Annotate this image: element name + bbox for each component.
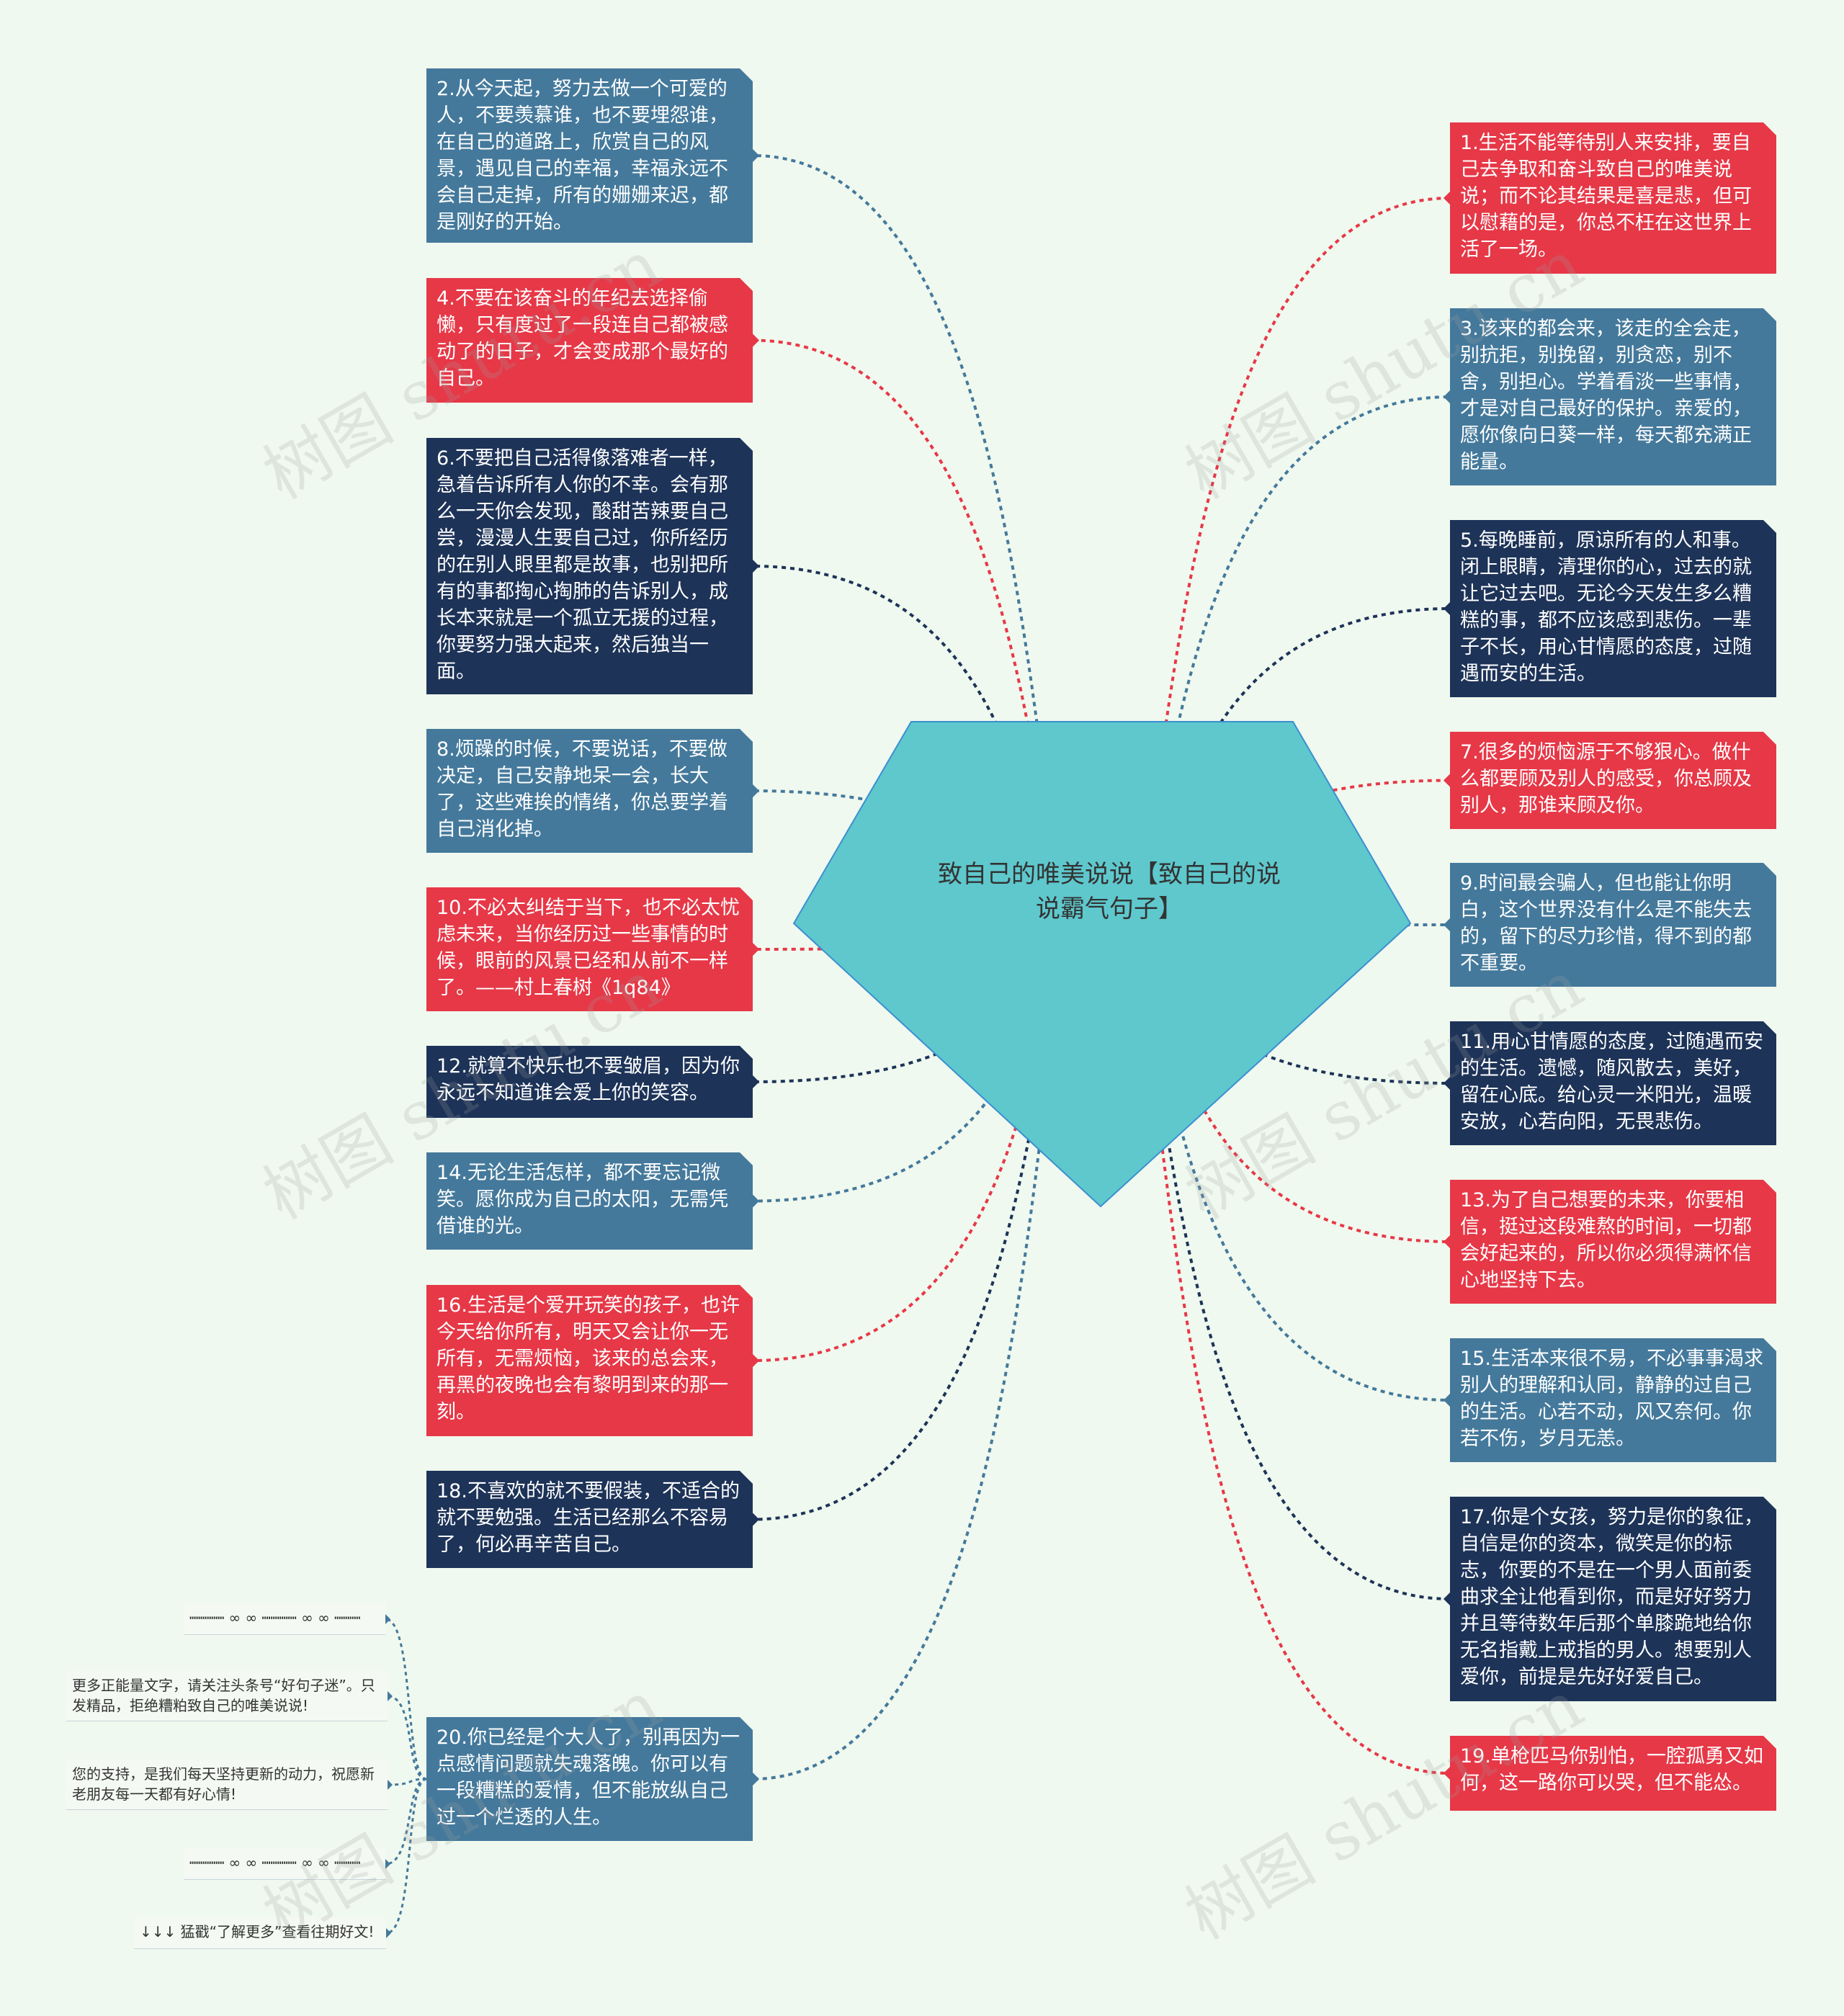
topic-node-3[interactable]: 3.该来的都会来，该走的全会走，别抗拒，别挽留，别贪恋，别不舍，别担心。学着看淡…	[1450, 308, 1776, 485]
sub-connector-5	[385, 1778, 427, 1935]
topic-node-14[interactable]: 14.无论生活怎样，都不要忘记微笑。愿你成为自己的太阳，无需凭借谁的光。	[426, 1152, 753, 1250]
sub-item-more-link[interactable]: ↓↓↓ 猛戳“了解更多”查看往期好文!	[134, 1917, 386, 1949]
topic-node-17[interactable]: 17.你是个女孩，努力是你的象征，自信是你的资本，微笑是你的标志，你要的不是在一…	[1450, 1497, 1776, 1701]
topic-node-16[interactable]: 16.生活是个爱开玩笑的孩子，也许今天给你所有，明天又会让你一无所有，无需烦恼，…	[426, 1285, 753, 1436]
connector-n4	[752, 339, 1073, 937]
topic-node-15[interactable]: 15.生活本来很不易，不必事事渴求别人的理解和认同，静静的过自己的生活。心若不动…	[1450, 1338, 1776, 1462]
connector-n17	[1128, 936, 1451, 1600]
topic-node-11[interactable]: 11.用心甘情愿的态度，过随遇而安的生活。遗憾，随风散去，美好，留在心底。给心灵…	[1450, 1021, 1776, 1145]
connector-n19	[1128, 936, 1451, 1775]
sub-connector-1	[385, 1618, 427, 1780]
topic-node-5[interactable]: 5.每晚睡前，原谅所有的人和事。闭上眼睛，清理你的心，过去的就让它过去吧。无论今…	[1450, 520, 1776, 697]
topic-node-10[interactable]: 10.不必太纠结于当下，也不必太忧虑未来，当你经历过一些事情的时候，眼前的风景已…	[426, 887, 753, 1011]
center-diamond-shape	[792, 721, 1412, 1208]
sub-connector-4	[385, 1778, 427, 1865]
sub-item-follow-note[interactable]: 更多正能量文字，请关注头条号“好句子迷”。只发精品，拒绝糟粕致自己的唯美说说!	[66, 1671, 388, 1721]
topic-node-7[interactable]: 7.很多的烦恼源于不够狠心。做什么都要顾及别人的感受，你总顾及别人，那谁来顾及你…	[1450, 732, 1776, 829]
topic-node-19[interactable]: 19.单枪匹马你别怕，一腔孤勇又如何，这一路你可以哭，但不能怂。	[1450, 1736, 1776, 1811]
connector-n18	[752, 936, 1073, 1521]
center-topic[interactable]: 致自己的唯美说说【致自己的说说霸气句子】	[938, 860, 1281, 923]
topic-node-13[interactable]: 13.为了自己想要的未来，你要相信，挺过这段难熬的时间，一切都会好起来的，所以你…	[1450, 1180, 1776, 1304]
sub-item-divider-top[interactable]: ┉┉┉┉ ∞ ∞ ┉┉┉┉ ∞ ∞ ┉┉┉	[184, 1603, 385, 1635]
topic-node-9[interactable]: 9.时间最会骗人，但也能让你明白，这个世界没有什么是不能失去的，留下的尽力珍惜，…	[1450, 863, 1776, 987]
topic-node-12[interactable]: 12.就算不快乐也不要皱眉，因为你永远不知道谁会爱上你的笑容。	[426, 1046, 753, 1118]
connector-n8	[752, 789, 1073, 938]
topic-node-1[interactable]: 1.生活不能等待别人来安排，要自己去争取和奋斗致自己的唯美说说；而不论其结果是喜…	[1450, 122, 1776, 274]
topic-node-2[interactable]: 2.从今天起，努力去做一个可爱的人，不要羡慕谁，也不要埋怨谁，在自己的道路上，欣…	[426, 68, 753, 243]
sub-item-support-note[interactable]: 您的支持，是我们每天坚持更新的动力，祝愿新老朋友每一天都有好心情!	[66, 1760, 388, 1810]
topic-node-4[interactable]: 4.不要在该奋斗的年纪去选择偷懒，只有度过了一段连自己都被感动了的日子，才会变成…	[426, 278, 753, 403]
connector-n1	[1128, 197, 1451, 937]
connector-n3	[1128, 395, 1451, 937]
topic-node-20[interactable]: 20.你已经是个大人了，别再因为一点感情问题就失魂落魄。你可以有一段糟糕的爱情，…	[426, 1717, 753, 1841]
topic-node-8[interactable]: 8.烦躁的时候，不要说话，不要做决定，自己安静地呆一会，长大了，这些难挨的情绪，…	[426, 729, 753, 853]
connector-n12	[752, 935, 1073, 1083]
topic-node-6[interactable]: 6.不要把自己活得像落难者一样，急着告诉所有人你的不幸。会有那么一天你会发现，酸…	[426, 438, 753, 694]
sub-connector-3	[387, 1778, 427, 1786]
sub-item-divider-bottom[interactable]: ┉┉┉┉ ∞ ∞ ┉┉┉┉ ∞ ∞ ┉┉┉	[184, 1848, 385, 1880]
topic-node-18[interactable]: 18.不喜欢的就不要假装，不适合的就不要勉强。生活已经那么不容易了，何必再辛苦自…	[426, 1471, 753, 1568]
sub-connector-2	[387, 1695, 427, 1780]
connector-n11	[1129, 935, 1451, 1085]
